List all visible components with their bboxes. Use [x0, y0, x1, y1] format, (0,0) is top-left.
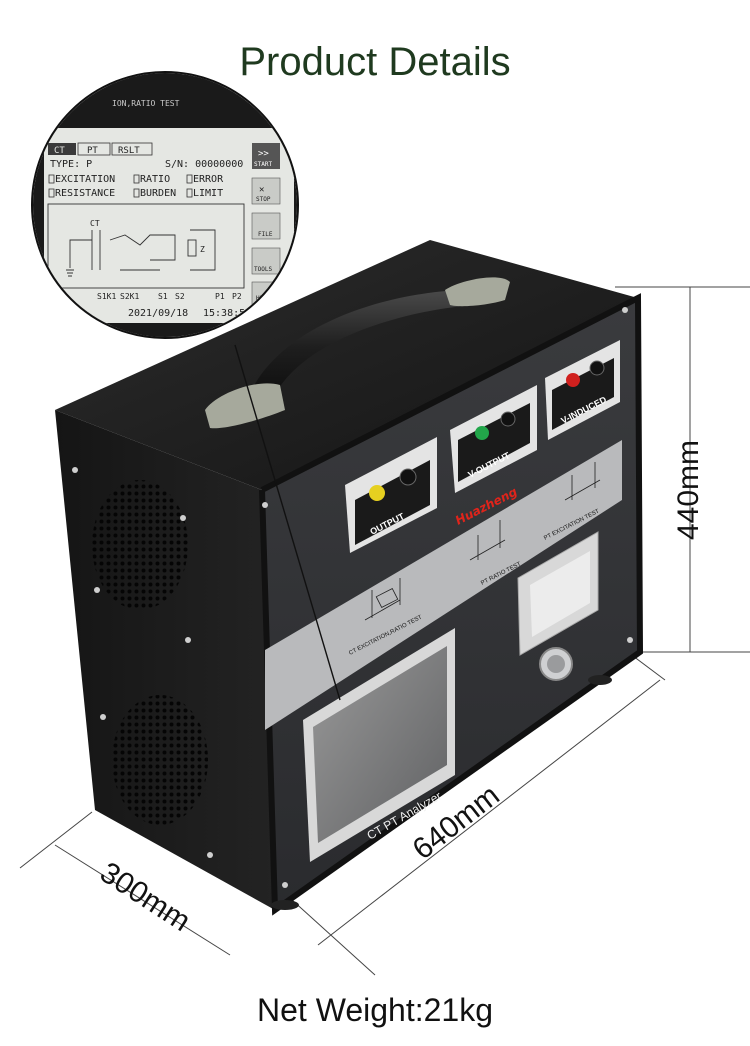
lcd-diagram-z-label: Z: [200, 245, 205, 254]
side-screws: [72, 467, 213, 858]
lcd-button-file[interactable]: FILE: [258, 231, 273, 238]
lcd-option-resistance[interactable]: RESISTANCE: [55, 188, 115, 199]
lcd-terminal-s1: S1: [158, 292, 168, 301]
lcd-serial-number: S/N: 00000000: [165, 159, 243, 170]
lcd-button-start[interactable]: START: [254, 161, 272, 168]
lcd-button-stop[interactable]: STOP: [256, 196, 271, 203]
lcd-callout: ION,RATIO TEST CT PT RSLT TYPE: P S/N: 0…: [31, 71, 299, 339]
lcd-diagram-ct-label: CT: [90, 219, 100, 228]
lcd-date: 2021/09/18: [128, 308, 188, 319]
lcd-terminal-s2: S2: [175, 292, 185, 301]
panel-output: OUTPUT: [345, 437, 437, 553]
panel-v-induced: V-INDUCED: [545, 340, 620, 440]
diagram-pt-excitation: [564, 462, 601, 501]
device-screen: [303, 628, 455, 862]
lcd-type: TYPE: P: [50, 159, 92, 170]
v-output-terminal-green[interactable]: [475, 426, 489, 440]
lcd-terminal-p1: P1: [215, 292, 225, 301]
lcd-header-fragment: ION,RATIO TEST: [112, 99, 180, 108]
diagram-ct-excitation: [364, 578, 401, 621]
v-induced-terminal-red[interactable]: [566, 373, 580, 387]
fan-grille-lower: [112, 695, 208, 825]
lcd-tab-rslt[interactable]: RSLT: [118, 146, 140, 156]
lcd-time: 15:38:55: [203, 308, 251, 319]
lcd-option-ratio[interactable]: RATIO: [140, 174, 170, 185]
page-title: Product Details: [239, 40, 511, 84]
lcd-tab-pt[interactable]: PT: [87, 146, 98, 156]
device-side: [55, 410, 275, 910]
panel-v-output: V-OUTPUT: [450, 385, 537, 493]
v-induced-terminal-black[interactable]: [589, 360, 605, 376]
lcd-stop-icon: ✕: [259, 185, 264, 195]
lcd-button-tools[interactable]: TOOLS: [254, 266, 272, 273]
printer: [517, 531, 599, 656]
output-terminal-black[interactable]: [399, 468, 417, 486]
carry-handle[interactable]: [205, 277, 510, 429]
lcd-forward-icon[interactable]: >>: [258, 149, 269, 159]
callout-leader-line: [234, 344, 341, 701]
depth-dimension-label: 300mm: [94, 856, 196, 938]
net-weight-label: Net Weight:21kg: [257, 992, 493, 1028]
lcd-option-excitation[interactable]: EXCITATION: [55, 174, 115, 185]
lcd-terminal-s2k1: S2K1: [120, 292, 139, 301]
height-dimension-label: 440mm: [672, 440, 705, 540]
lcd-option-error[interactable]: ERROR: [193, 174, 224, 185]
lcd-circuit-diagram: [47, 203, 245, 289]
lcd-tab-ct[interactable]: CT: [54, 146, 65, 156]
fan-grille-upper: [92, 480, 188, 610]
front-light-band: [265, 440, 622, 730]
front-screws: [262, 307, 633, 888]
lcd-option-burden[interactable]: BURDEN: [140, 188, 176, 199]
lcd-side-buttons: >> START ✕ STOP FILE TOOLS HELP: [251, 143, 281, 305]
lcd-terminal-s1k1: S1K1: [97, 292, 116, 301]
diagram-pt-ratio: [469, 520, 506, 561]
output-terminal-yellow[interactable]: [369, 485, 385, 501]
v-output-terminal-black[interactable]: [500, 411, 516, 427]
lcd-option-limit[interactable]: LIMIT: [193, 188, 223, 199]
lcd-terminal-p2: P2: [232, 292, 242, 301]
dimension-lines: [19, 286, 750, 976]
device-feet: [271, 675, 612, 910]
rotary-knob[interactable]: [539, 647, 573, 681]
